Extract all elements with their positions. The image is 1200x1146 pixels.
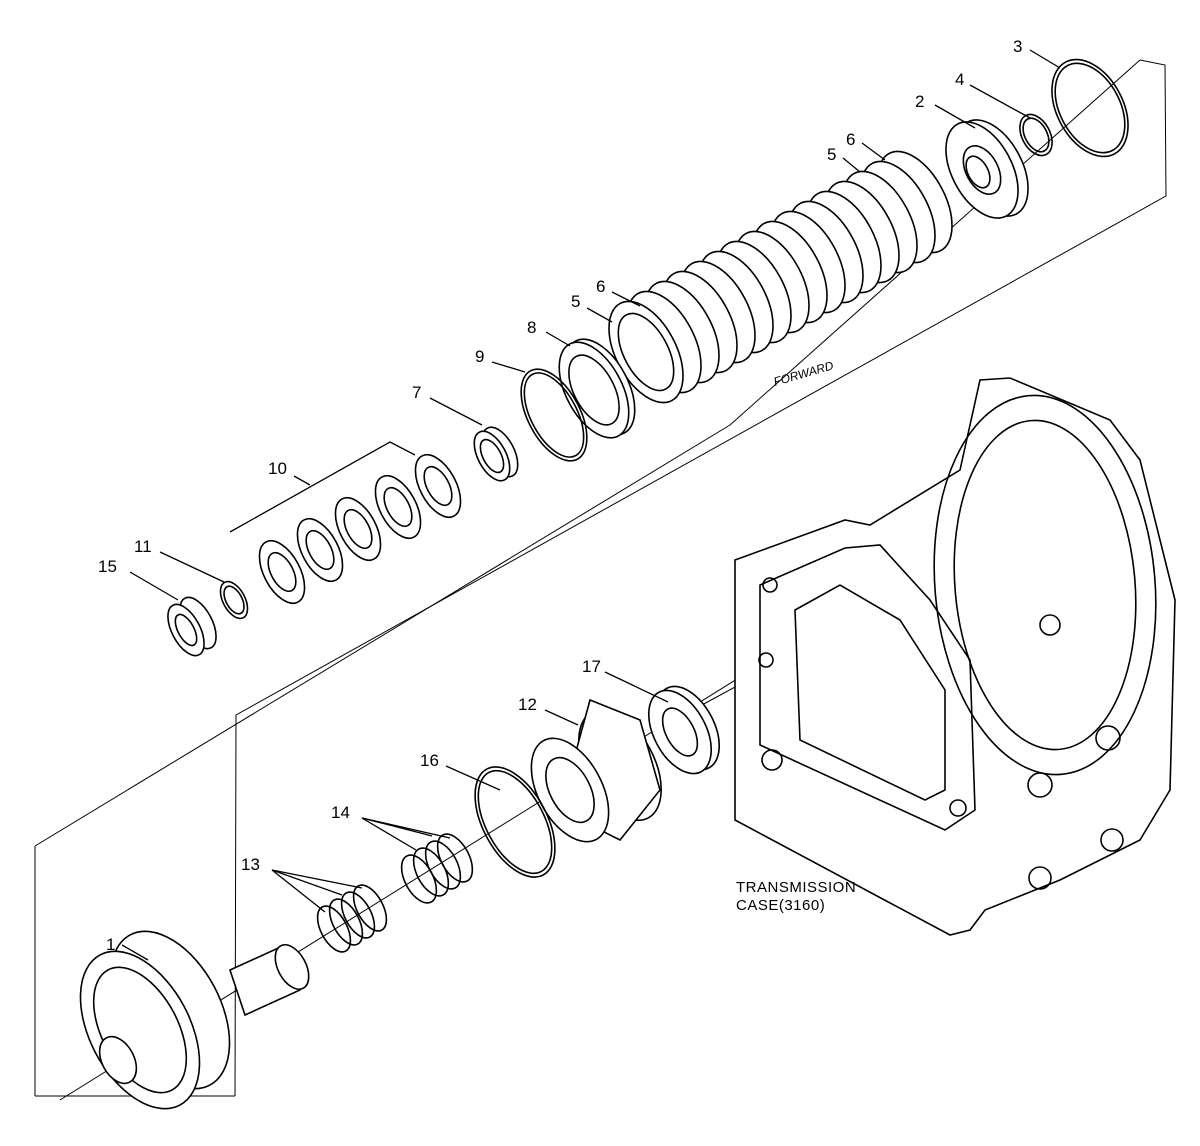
callout-5-lower: 5 [571, 292, 580, 311]
part-1-input-shaft-drum [79, 930, 310, 1110]
callout-6-lower: 6 [596, 277, 605, 296]
part-16-snap-ring [474, 766, 556, 878]
case-label-line1: TRANSMISSION [736, 879, 856, 896]
callout-11: 11 [134, 537, 152, 556]
part-11-retaining-ring [219, 580, 249, 620]
part-5-6-clutch-disc-pack [608, 150, 953, 404]
part-2-piston [945, 119, 1029, 219]
part-3-seal-ring [1051, 58, 1129, 158]
transmission-case [734, 377, 1176, 936]
leader-lines [121, 49, 1061, 961]
forward-direction-label: FORWARD [772, 358, 835, 389]
callout-14: 14 [331, 803, 350, 822]
part-13-springs [316, 884, 388, 953]
callout-8: 8 [527, 318, 536, 337]
case-label-line2: CASE(3160) [736, 897, 825, 914]
part-10-thrust-washers [258, 454, 462, 604]
callout-10: 10 [268, 459, 287, 478]
callout-numbers: 3 4 2 6 5 6 5 8 9 7 10 11 15 17 12 16 14… [98, 37, 1022, 954]
callout-13: 13 [241, 855, 260, 874]
callout-9: 9 [475, 347, 484, 366]
part-12-clutch-hub [530, 698, 662, 843]
callout-7: 7 [412, 383, 421, 402]
callout-6-upper: 6 [846, 130, 855, 149]
callout-16: 16 [420, 751, 439, 770]
callout-2: 2 [915, 92, 924, 111]
callout-1: 1 [106, 935, 115, 954]
part-7-bushing [473, 426, 519, 482]
callout-3: 3 [1013, 37, 1022, 56]
callout-15: 15 [98, 557, 117, 576]
callout-12: 12 [518, 695, 537, 714]
callout-17: 17 [582, 657, 601, 676]
part-15-needle-bearing [167, 596, 217, 657]
callout-4: 4 [955, 70, 964, 89]
part-14-springs [400, 833, 474, 904]
part-9-snap-ring [520, 368, 588, 462]
callout-5-upper: 5 [827, 145, 836, 164]
part-17-ball-bearing [648, 685, 720, 775]
